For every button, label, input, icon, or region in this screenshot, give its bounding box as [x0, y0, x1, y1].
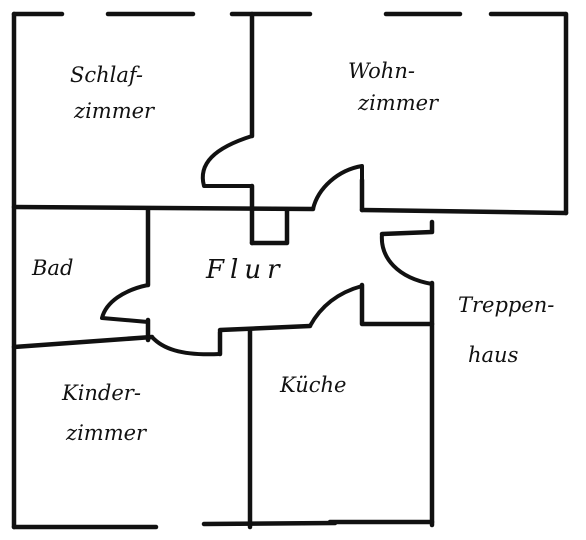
- outer-walls: [11, 11, 569, 530]
- door-kinderzimmer: [150, 335, 222, 357]
- label-kinderzimmer-1: Kinder-: [61, 381, 141, 405]
- door-treppenhaus: [379, 232, 434, 286]
- label-schlafzimmer-1: Schlaf-: [70, 63, 143, 87]
- label-treppenhaus-2: haus: [468, 343, 519, 367]
- label-flur: Flur: [205, 255, 286, 285]
- door-kueche: [308, 284, 364, 328]
- doors: [100, 134, 434, 357]
- bottom-wall: [11, 519, 435, 530]
- label-treppenhaus-1: Treppen-: [458, 293, 554, 317]
- door-schlafzimmer: [200, 134, 254, 188]
- label-bad: Bad: [31, 256, 73, 280]
- interior-walls: [11, 11, 569, 530]
- label-kueche: Küche: [279, 373, 346, 397]
- door-wohnzimmer: [311, 164, 364, 211]
- label-schlafzimmer-2: zimmer: [73, 99, 156, 123]
- label-kinderzimmer-2: zimmer: [65, 421, 148, 445]
- label-wohnzimmer-1: Wohn-: [348, 59, 415, 83]
- label-wohnzimmer-2: zimmer: [357, 91, 440, 115]
- door-bad: [100, 283, 150, 324]
